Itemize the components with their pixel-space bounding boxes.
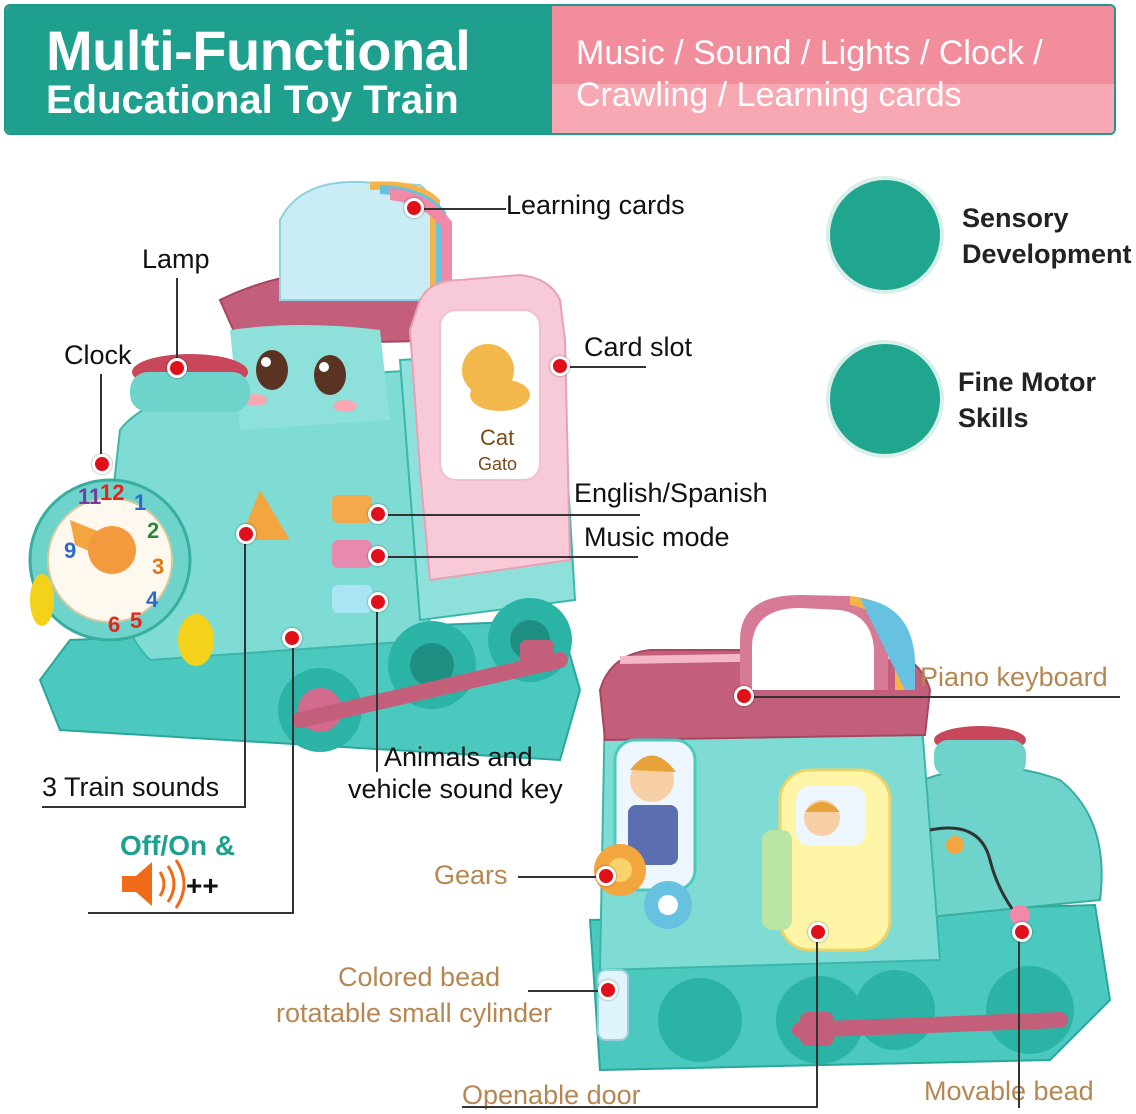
header-subtitle-panel: Music / Sound / Lights / Clock / Crawlin… bbox=[552, 6, 1114, 133]
svg-text:6: 6 bbox=[108, 612, 120, 637]
svg-text:1: 1 bbox=[134, 490, 146, 515]
header-subtitle-line2: Crawling / Learning cards bbox=[576, 76, 962, 114]
marker-movable-bead bbox=[1012, 922, 1032, 942]
callout-gears: Gears bbox=[434, 860, 508, 890]
callout-offon: Off/On & bbox=[120, 830, 236, 861]
fine-motor-badge bbox=[826, 340, 944, 458]
callout-lamp: Lamp bbox=[142, 244, 210, 274]
feature-fine-motor-label: Fine Motor Skills bbox=[958, 367, 1096, 434]
back-train bbox=[588, 595, 1112, 1072]
header-title-panel: Multi-Functional Educational Toy Train bbox=[6, 6, 552, 133]
marker-lamp bbox=[167, 358, 187, 378]
card-text-english: Cat bbox=[480, 425, 514, 450]
marker-gears bbox=[596, 866, 616, 886]
svg-text:2: 2 bbox=[147, 518, 159, 543]
svg-text:5: 5 bbox=[130, 608, 142, 633]
callout-card-slot: Card slot bbox=[584, 332, 693, 362]
callout-english-spanish: English/Spanish bbox=[574, 478, 768, 508]
svg-text:12: 12 bbox=[100, 480, 124, 505]
marker-openable-door bbox=[808, 922, 828, 942]
sensory-development-badge bbox=[826, 176, 944, 294]
marker-english-spanish bbox=[368, 504, 388, 524]
callout-music-mode: Music mode bbox=[584, 522, 730, 552]
speaker-icon bbox=[122, 859, 186, 909]
callout-learning-cards: Learning cards bbox=[506, 190, 685, 220]
marker-learning-cards bbox=[404, 198, 424, 218]
marker-animals-key bbox=[368, 592, 388, 612]
header-banner: Multi-Functional Educational Toy Train M… bbox=[4, 4, 1116, 135]
header-subtitle-line1: Music / Sound / Lights / Clock / bbox=[576, 34, 1043, 72]
callout-clock: Clock bbox=[64, 340, 132, 370]
marker-train-sounds bbox=[236, 524, 256, 544]
marker-piano-keyboard bbox=[734, 686, 754, 706]
callout-train-sounds: 3 Train sounds bbox=[42, 772, 220, 802]
header-title-line2: Educational Toy Train bbox=[46, 78, 459, 122]
callout-volume-plus: ++ bbox=[186, 870, 219, 901]
marker-clock bbox=[92, 454, 112, 474]
svg-text:9: 9 bbox=[64, 538, 76, 563]
marker-colored-bead bbox=[598, 980, 618, 1000]
svg-text:3: 3 bbox=[152, 554, 164, 579]
marker-power-button bbox=[282, 628, 302, 648]
callout-animals-line1: Animals and bbox=[384, 742, 533, 772]
svg-text:11: 11 bbox=[78, 484, 101, 509]
feature-sensory-label: Sensory Development bbox=[962, 203, 1132, 270]
callout-movable-bead: Movable bead bbox=[924, 1076, 1094, 1106]
front-train: Cat Gato 11 12 1 2 3 4 5 6 9 bbox=[28, 180, 582, 762]
header-title-line1: Multi-Functional bbox=[46, 19, 471, 82]
card-text-spanish: Gato bbox=[478, 454, 517, 474]
callout-piano-keyboard: Piano keyboard bbox=[920, 662, 1108, 692]
callout-openable-door: Openable door bbox=[462, 1080, 641, 1110]
svg-text:4: 4 bbox=[146, 587, 159, 612]
callout-animals-line2: vehicle sound key bbox=[348, 774, 563, 804]
marker-music-mode bbox=[368, 546, 388, 566]
callout-bead-line2: rotatable small cylinder bbox=[276, 998, 553, 1028]
callout-bead-line1: Colored bead bbox=[338, 962, 501, 992]
marker-card-slot bbox=[550, 356, 570, 376]
